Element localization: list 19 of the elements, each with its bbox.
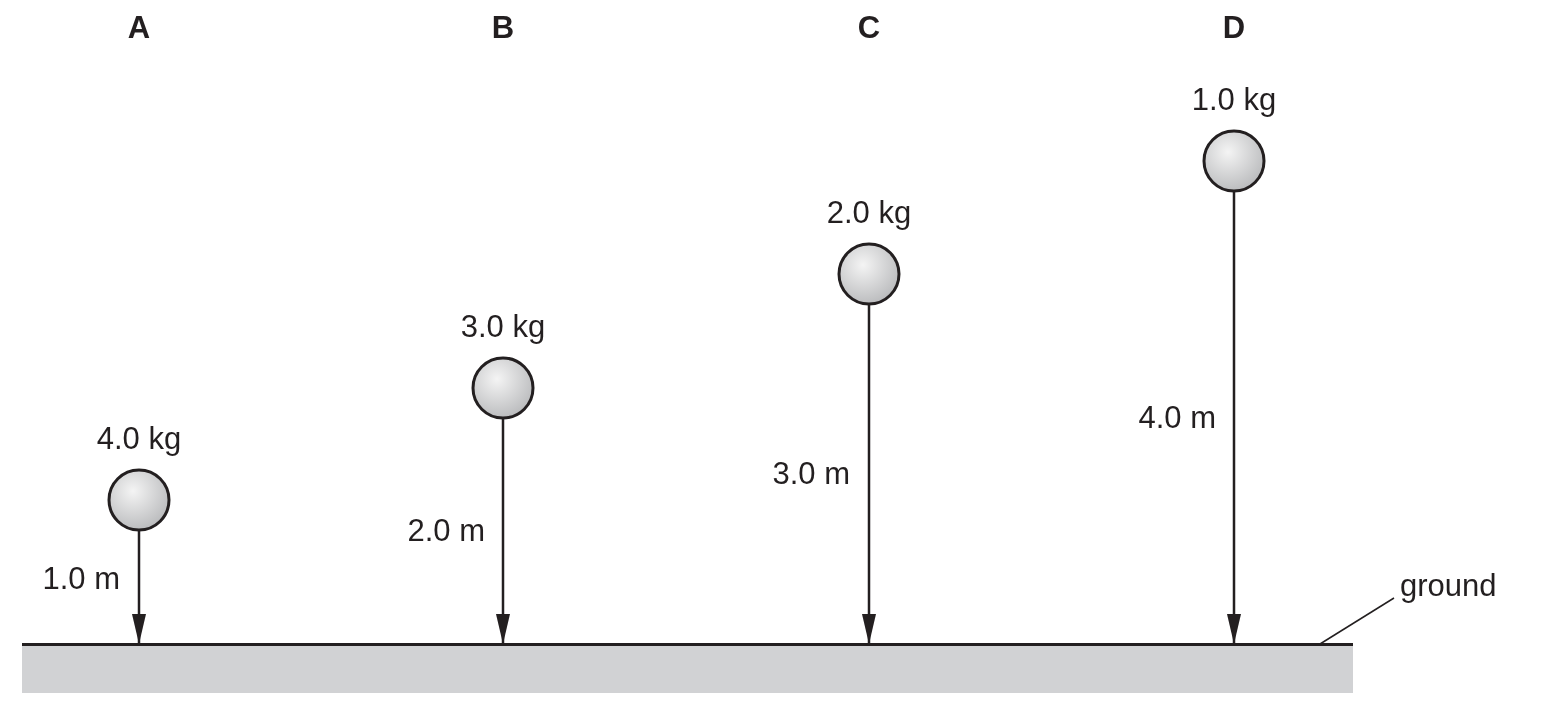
column-letter: B: [490, 12, 516, 43]
height-label: 3.0 m: [771, 458, 850, 489]
mass-label: 2.0 kg: [825, 197, 913, 228]
arrow: [496, 419, 510, 644]
leader-line: [1319, 597, 1395, 645]
mass-label: 3.0 kg: [459, 311, 547, 342]
height-label: 4.0 m: [1137, 402, 1216, 433]
height-label: 1.0 m: [41, 563, 120, 594]
mass-label: 4.0 kg: [95, 423, 183, 454]
arrow: [862, 305, 876, 644]
arrow: [132, 531, 146, 644]
column-letter: C: [856, 12, 882, 43]
height-label: 2.0 m: [406, 515, 485, 546]
ground-surface: [22, 643, 1353, 693]
mass-label: 1.0 kg: [1190, 84, 1278, 115]
arrow: [1227, 192, 1241, 644]
column-letter: D: [1221, 12, 1247, 43]
column-letter: A: [126, 12, 152, 43]
ground-label: ground: [1400, 570, 1497, 601]
